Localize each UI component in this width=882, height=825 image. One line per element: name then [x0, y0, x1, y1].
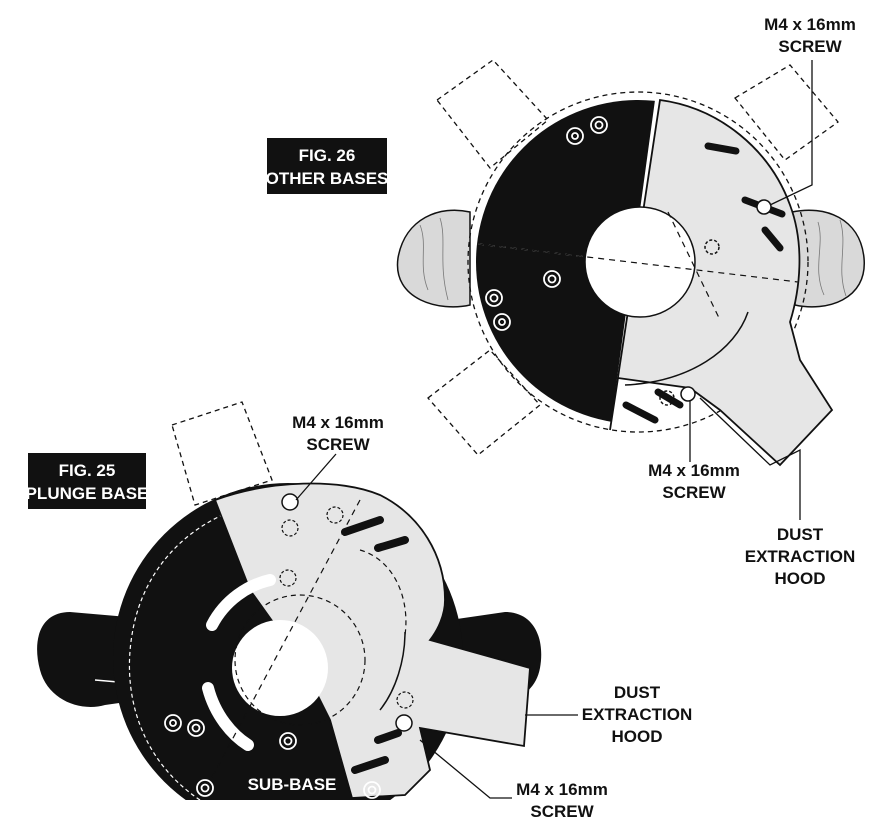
fig26-hood-label-line1: DUST: [777, 525, 824, 544]
fig25-handle-outline: [171, 401, 273, 506]
fig25-screw-bottom-label-line1: M4 x 16mm: [516, 780, 608, 799]
fig25-center-dashed-ring: [234, 594, 366, 726]
fig25-screw-bottom-label-line2: SCREW: [530, 802, 594, 821]
fig25-hood-label-line3: HOOD: [612, 727, 663, 746]
fig25-screw-top-label-line1: M4 x 16mm: [292, 413, 384, 432]
fig26-handle-outlines: [427, 59, 839, 456]
fig26-screw-bottom-label-line2: SCREW: [662, 483, 726, 502]
fig26-centerlines: [477, 211, 799, 321]
fig26-title-tag: FIG. 26 OTHER BASES: [266, 138, 389, 194]
fig25-hood-label-line1: DUST: [614, 683, 661, 702]
fig25-hood-holes: [279, 506, 414, 709]
fig25-screw-top-label-line2: SCREW: [306, 435, 370, 454]
fig25-hood-dashed-arc: [359, 549, 407, 636]
fig26-right-knob: [791, 209, 865, 308]
fig26-hood-screws: [659, 199, 772, 406]
fig26-screw-bottom-label-line1: M4 x 16mm: [648, 461, 740, 480]
fig25-screws-left: [164, 714, 381, 799]
fig25-inner-dashed-ring: [128, 504, 251, 801]
fig25-title-line1: FIG. 25: [59, 461, 116, 480]
fig25-centerline: [199, 499, 361, 801]
fig26-group: [396, 59, 865, 520]
fig25-center-hole: [232, 620, 328, 716]
fig26-outer-dashed-ring: [467, 91, 809, 433]
fig25-dust-hood: [213, 482, 531, 799]
fig26-screw-top-label-line1: M4 x 16mm: [764, 15, 856, 34]
fig25-lower-slot: [202, 682, 254, 751]
fig25-title-line2: PLUNGE BASE: [26, 484, 149, 503]
fig26-leaders: [689, 60, 813, 520]
fig26-screw-top-label-line2: SCREW: [778, 37, 842, 56]
fig26-hood-label-line3: HOOD: [775, 569, 826, 588]
fig25-leaders: [295, 453, 578, 799]
fig26-title-line1: FIG. 26: [299, 146, 356, 165]
fig25-hood-screws: [281, 493, 413, 732]
fig25-group: [37, 401, 578, 801]
fig25-title-tag: FIG. 25 PLUNGE BASE: [26, 453, 149, 509]
fig26-title-line2: OTHER BASES: [266, 169, 389, 188]
fig25-upper-slot: [206, 574, 276, 631]
fig25-hood-inner-arc: [379, 631, 406, 711]
fig25-subbase-label: SUB-BASE: [248, 775, 337, 794]
fig26-left-knob: [396, 209, 471, 308]
fig26-hood-label-line2: EXTRACTION: [745, 547, 856, 566]
fig26-screws-left: [485, 116, 608, 331]
fig26-hood-inner-arc: [624, 311, 749, 386]
fig25-slots: [341, 516, 409, 774]
fig26-center-hole: [584, 206, 696, 318]
fig26-dust-hood: [609, 98, 834, 467]
fig25-hood-label-line2: EXTRACTION: [582, 705, 693, 724]
